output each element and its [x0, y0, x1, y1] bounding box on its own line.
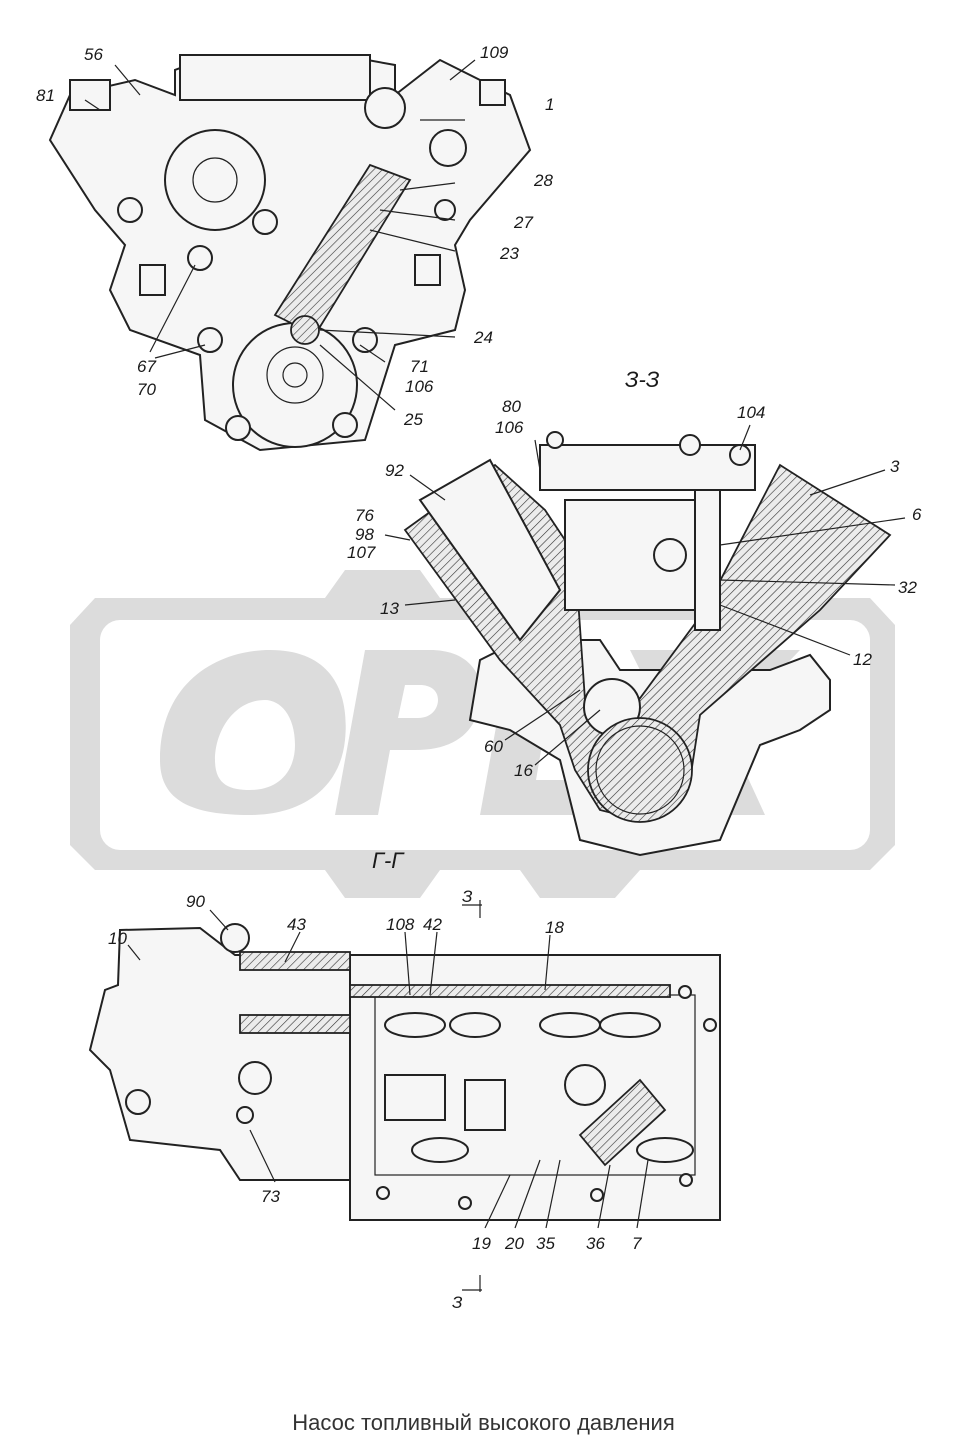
label-106: 106	[495, 418, 524, 437]
label-36: 36	[586, 1234, 605, 1253]
section-gg-title: Г-Г	[372, 848, 405, 873]
label-108: 108	[386, 915, 415, 934]
section-zz-drawing	[403, 431, 892, 857]
label-12: 12	[853, 650, 872, 669]
section-gg-leaders	[127, 909, 649, 1229]
section-gg-drawing	[88, 923, 721, 1221]
figure-caption: Насос топливный высокого давления	[292, 1410, 675, 1435]
label-19: 19	[472, 1234, 491, 1253]
label-104: 104	[737, 403, 765, 422]
label-76: 76	[355, 506, 374, 525]
cut-marks: З З	[452, 887, 482, 1312]
label-71: 71	[410, 357, 429, 376]
label-25: 25	[403, 410, 423, 429]
label-23: 23	[499, 244, 519, 263]
label-20: 20	[504, 1234, 524, 1253]
label-28: 28	[533, 171, 553, 190]
label-107: 107	[347, 543, 376, 562]
cut-mark-top: З	[462, 887, 473, 906]
label-67: 67	[137, 357, 156, 376]
label-56: 56	[84, 45, 103, 64]
label-42: 42	[423, 915, 442, 934]
label-81: 81	[36, 86, 55, 105]
label-106: 106	[405, 377, 434, 396]
label-6: 6	[912, 505, 922, 524]
label-7: 7	[632, 1234, 642, 1253]
section-gg-labels: 90 43 10 108 42 18 73 19 20 35 36 7	[108, 892, 642, 1253]
label-90: 90	[186, 892, 205, 911]
label-109: 109	[480, 43, 509, 62]
label-18: 18	[545, 918, 564, 937]
label-10: 10	[108, 929, 127, 948]
label-13: 13	[380, 599, 399, 618]
label-70: 70	[137, 380, 156, 399]
label-1: 1	[545, 95, 554, 114]
top-view-labels: 56 81 109 1 28 27 23 24 67 70 71 106 25	[36, 43, 554, 429]
label-43: 43	[287, 915, 306, 934]
label-80: 80	[502, 397, 521, 416]
cut-mark-bottom: З	[452, 1293, 463, 1312]
top-view-pump	[48, 54, 532, 452]
top-view-leaders	[84, 59, 476, 411]
label-35: 35	[536, 1234, 555, 1253]
section-zz-leaders	[384, 424, 906, 766]
label-24: 24	[473, 328, 493, 347]
label-32: 32	[898, 578, 917, 597]
label-60: 60	[484, 737, 503, 756]
label-3: 3	[890, 457, 900, 476]
section-zz-labels: 80 106 104 3 92 6 76 98 107 32 13 12 60 …	[347, 397, 922, 780]
label-16: 16	[514, 761, 533, 780]
label-27: 27	[513, 213, 533, 232]
label-98: 98	[355, 525, 374, 544]
label-73: 73	[261, 1187, 280, 1206]
label-92: 92	[385, 461, 404, 480]
section-zz-title: З-З	[625, 367, 660, 392]
